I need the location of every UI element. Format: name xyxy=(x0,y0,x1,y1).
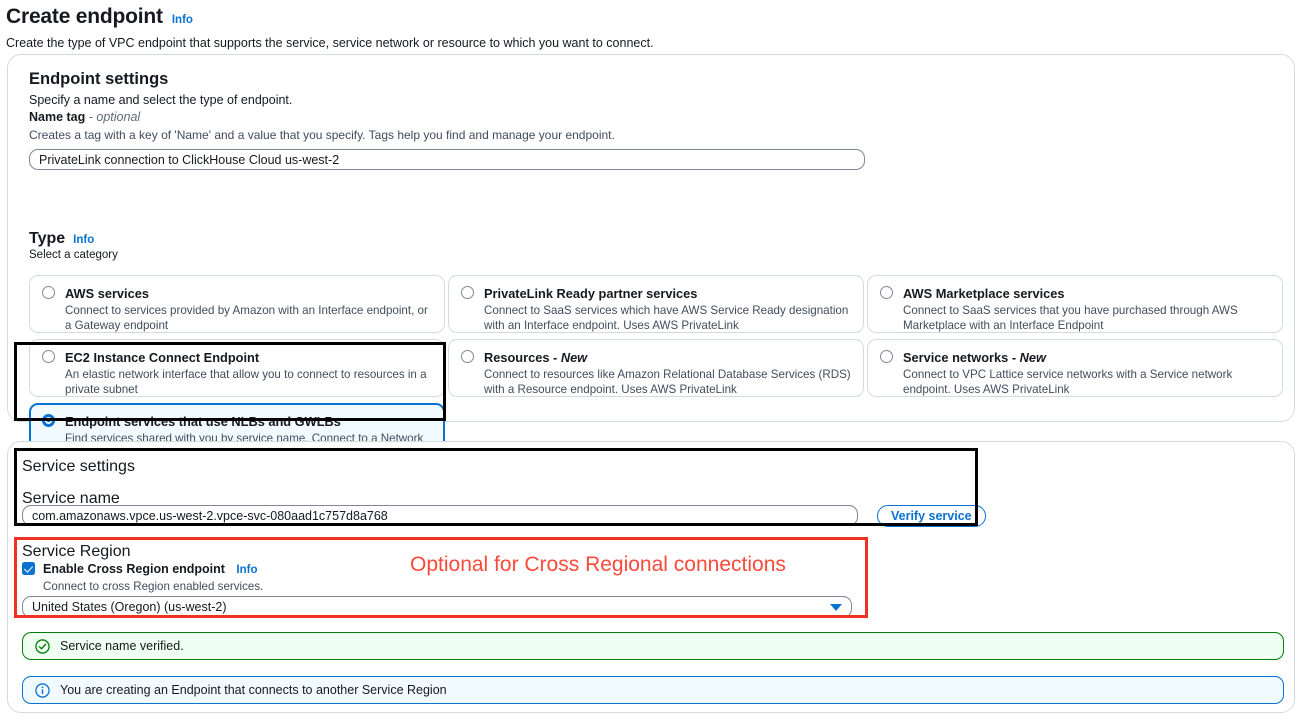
radio-card-privatelink-ready-partner-services[interactable]: PrivateLink Ready partner services Conne… xyxy=(448,275,864,333)
service-region-selected-value: United States (Oregon) (us-west-2) xyxy=(32,600,227,614)
enable-cross-region-row: Enable Cross Region endpoint Info Connec… xyxy=(22,560,263,594)
radio-description: Connect to resources like Amazon Relatio… xyxy=(484,368,851,396)
endpoint-type-radio-group: AWS services Connect to services provide… xyxy=(29,275,1283,474)
chevron-down-icon xyxy=(830,603,842,611)
radio-card-aws-marketplace-services[interactable]: AWS Marketplace services Connect to SaaS… xyxy=(867,275,1283,333)
name-tag-input[interactable]: PrivateLink connection to ClickHouse Clo… xyxy=(29,149,865,170)
name-tag-label: Name tag - optional xyxy=(29,109,865,125)
radio-new-badge: New xyxy=(560,350,588,365)
type-label: Type xyxy=(29,230,66,247)
name-tag-label-text: Name tag xyxy=(29,110,86,124)
annotation-note-cross-region: Optional for Cross Regional connections xyxy=(410,553,786,576)
radio-card-aws-services[interactable]: AWS services Connect to services provide… xyxy=(29,275,445,333)
radio-title: Resources - New xyxy=(484,350,588,365)
alert-cross-region-info: You are creating an Endpoint that connec… xyxy=(22,676,1284,704)
radio-description: Connect to SaaS services that you have p… xyxy=(903,304,1238,332)
page-header: Create endpoint Info Create the type of … xyxy=(0,0,1304,52)
verify-service-button[interactable]: Verify service xyxy=(877,505,986,527)
name-tag-description: Creates a tag with a key of 'Name' and a… xyxy=(29,128,615,142)
radio-description: Connect to SaaS services which have AWS … xyxy=(484,304,849,332)
service-region-label: Service Region xyxy=(22,543,131,560)
endpoint-settings-title: Endpoint settings xyxy=(29,70,169,88)
type-subtitle: Select a category xyxy=(29,249,118,261)
page-info-link[interactable]: Info xyxy=(171,14,193,26)
radio-new-badge: New xyxy=(1019,350,1046,365)
name-tag-field-group: Name tag - optional Creates a tag with a… xyxy=(29,109,865,170)
service-settings-card: Service settings Service name com.amazon… xyxy=(7,441,1295,713)
alert-message: Service name verified. xyxy=(60,639,184,653)
radio-icon[interactable] xyxy=(42,286,55,299)
service-name-input[interactable]: com.amazonaws.vpce.us-west-2.vpce-svc-08… xyxy=(22,505,858,526)
radio-title: AWS Marketplace services xyxy=(903,286,1065,301)
type-info-link[interactable]: Info xyxy=(73,234,95,246)
radio-icon[interactable] xyxy=(880,286,893,299)
radio-card-resources[interactable]: Resources - New Connect to resources lik… xyxy=(448,339,864,397)
info-circle-icon xyxy=(35,682,50,698)
type-heading-group: Type Info Select a category xyxy=(29,230,118,261)
name-tag-input-value: PrivateLink connection to ClickHouse Clo… xyxy=(39,152,340,167)
radio-title: AWS services xyxy=(65,286,149,301)
radio-icon[interactable] xyxy=(42,350,55,363)
radio-icon[interactable] xyxy=(461,286,474,299)
radio-description: An elastic network interface that allow … xyxy=(65,368,427,396)
check-circle-icon xyxy=(35,638,50,654)
endpoint-settings-card: Endpoint settings Specify a name and sel… xyxy=(7,54,1295,474)
endpoint-settings-subtitle: Specify a name and select the type of en… xyxy=(29,93,293,107)
annotation-box-service-region xyxy=(14,537,868,618)
service-region-select[interactable]: United States (Oregon) (us-west-2) xyxy=(22,596,852,618)
radio-card-ec2-instance-connect-endpoint[interactable]: EC2 Instance Connect Endpoint An elastic… xyxy=(29,339,445,397)
radio-title: Endpoint services that use NLBs and GWLB… xyxy=(65,414,341,429)
service-settings-title: Service settings xyxy=(22,458,135,475)
service-name-input-value: com.amazonaws.vpce.us-west-2.vpce-svc-08… xyxy=(32,508,388,523)
alert-message: You are creating an Endpoint that connec… xyxy=(60,683,447,697)
alert-service-name-verified: Service name verified. xyxy=(22,632,1284,660)
enable-cross-region-checkbox[interactable] xyxy=(22,562,35,575)
service-name-label: Service name xyxy=(22,490,120,507)
radio-icon[interactable] xyxy=(461,350,474,363)
radio-icon[interactable] xyxy=(880,350,893,363)
cross-region-info-link[interactable]: Info xyxy=(236,564,258,576)
radio-title: EC2 Instance Connect Endpoint xyxy=(65,350,260,365)
enable-cross-region-description: Connect to cross Region enabled services… xyxy=(43,580,264,593)
endpoint-settings-heading: Endpoint settings Specify a name and sel… xyxy=(29,69,292,109)
radio-icon-selected[interactable] xyxy=(42,414,55,427)
radio-card-service-networks[interactable]: Service networks - New Connect to VPC La… xyxy=(867,339,1283,397)
radio-description: Connect to services provided by Amazon w… xyxy=(65,304,428,332)
page-title: Create endpoint xyxy=(6,5,163,28)
radio-title: PrivateLink Ready partner services xyxy=(484,286,698,301)
page-description: Create the type of VPC endpoint that sup… xyxy=(6,36,654,50)
name-tag-optional-text: - optional xyxy=(88,110,141,124)
enable-cross-region-label: Enable Cross Region endpoint xyxy=(43,562,225,576)
radio-title: Service networks - New xyxy=(903,350,1046,365)
radio-description: Connect to VPC Lattice service networks … xyxy=(903,368,1233,396)
